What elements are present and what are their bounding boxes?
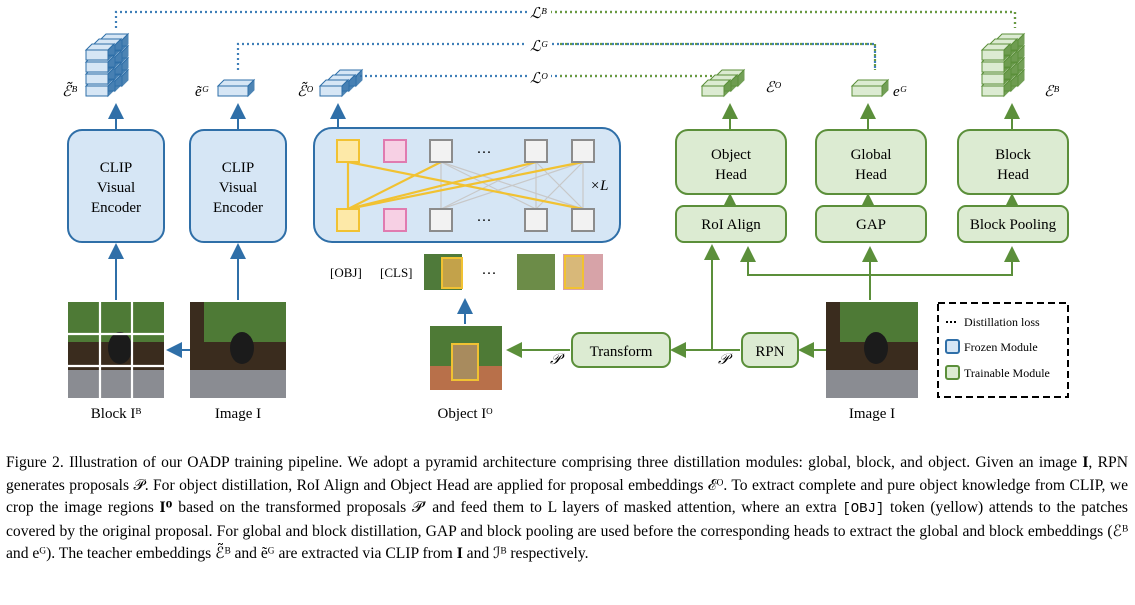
patch-token-bottom [429, 208, 453, 232]
loss-global-line-green [560, 42, 877, 70]
svg-text:RPN: RPN [755, 344, 784, 360]
patch-token-bottom [571, 208, 595, 232]
svg-text:GAP: GAP [856, 217, 886, 233]
legend: Distillation loss Frozen Module Trainabl… [937, 302, 1069, 398]
object-image-label: Object Iᴼ [438, 406, 494, 422]
roi-align: RoI Align [675, 205, 787, 243]
patch-token-top [524, 139, 548, 163]
image-left [190, 302, 286, 398]
token-grid [336, 139, 595, 232]
svg-text:Head: Head [715, 167, 747, 183]
caption-part-2: I [1082, 454, 1089, 471]
transform-module: Transform [571, 332, 671, 368]
caption-part-1: Figure 2. Illustration of our OADP train… [6, 454, 1083, 471]
block-head: Block Head [957, 129, 1069, 195]
emb-object-teacher-label: ℰ̃ᴼ [297, 81, 313, 100]
teacher-block-embedding-cube [84, 42, 116, 62]
p-label: 𝒫 [718, 352, 733, 368]
caption-part-7: token (yellow) attends to the patches co… [6, 499, 1128, 562]
patch-token-top [429, 139, 453, 163]
obj-token-label: [OBJ] [330, 265, 362, 280]
legend-trainable: Trainable Module [964, 366, 1050, 380]
cls-token-label: [CLS] [380, 265, 413, 280]
svg-text:Encoder: Encoder [91, 200, 141, 216]
clip-encoder-1: CLIP Visual Encoder [67, 129, 165, 243]
object-embedding-cube [700, 78, 732, 98]
loss-lines [114, 10, 1017, 78]
obj-token-bottom [336, 208, 360, 232]
svg-text:CLIP: CLIP [100, 160, 133, 176]
emb-block-teacher-label: ℰ̃ᴮ [62, 81, 77, 100]
image-right-label: Image I [849, 406, 895, 422]
teacher-global-embedding-cube [216, 78, 256, 98]
image-right [826, 302, 918, 398]
caption-part-3: , RPN generates proposals 𝒫. For object … [6, 454, 1128, 516]
masked-attention-module: ··· ··· ×L [313, 127, 621, 243]
ellipsis-top: ··· [477, 145, 492, 161]
object-image [430, 326, 502, 390]
legend-trainable-swatch [945, 365, 960, 380]
patch-token-bottom [524, 208, 548, 232]
teacher-object-embedding-cube [318, 78, 350, 98]
p-prime-label: 𝒫′ [550, 352, 565, 368]
block-image [68, 302, 164, 398]
caption-part-9: and ℐᴮ respectively. [462, 545, 589, 562]
emb-global-label: eᴳ [893, 84, 907, 100]
global-embedding-cube [850, 78, 890, 98]
ellipsis-bottom: ··· [477, 213, 492, 229]
block-pooling: Block Pooling [957, 205, 1069, 243]
block-image-label: Block Iᴮ [91, 406, 142, 422]
loss-object-label: ℒᴼ [530, 71, 548, 87]
svg-text:RoI Align: RoI Align [701, 217, 761, 233]
loss-block-line [114, 10, 1017, 28]
svg-text:CLIP: CLIP [222, 160, 255, 176]
svg-text:Global: Global [851, 147, 892, 163]
legend-frozen: Frozen Module [964, 340, 1038, 354]
block-embedding-cube [980, 42, 1012, 62]
clip-encoder-2: CLIP Visual Encoder [189, 129, 287, 243]
cls-token-top [383, 139, 407, 163]
patch-token-top [571, 139, 595, 163]
gap-module: GAP [815, 205, 927, 243]
pipeline-diagram: ℒᴮ ℒᴳ ℒᴼ ℰ̃ᴮ ẽᴳ ℰ̃ᴼ ℰᴼ eᴳ ℰᴮ [62, 6, 1069, 422]
caption-part-5: based on the transformed proposals 𝒫′ an… [172, 499, 843, 516]
svg-text:Object: Object [711, 147, 752, 163]
obj-token-top [336, 139, 360, 163]
loss-block-label: ℒᴮ [530, 6, 547, 22]
embedding-stacks [84, 32, 1026, 98]
emb-block-label: ℰᴮ [1044, 84, 1059, 100]
caption-part-6: [OBJ] [842, 501, 885, 517]
svg-text:Visual: Visual [219, 180, 257, 196]
loss-global-label: ℒᴳ [530, 39, 548, 55]
emb-global-teacher-label: ẽᴳ [195, 84, 209, 100]
figure-caption: Figure 2. Illustration of our OADP train… [6, 452, 1128, 566]
svg-text:Transform: Transform [590, 344, 653, 360]
svg-text:Block: Block [995, 147, 1031, 163]
emb-object-label: ℰᴼ [765, 80, 781, 96]
patch-thumbnails: ··· [424, 254, 603, 290]
svg-text:Block Pooling: Block Pooling [970, 217, 1057, 233]
legend-distill: Distillation loss [964, 315, 1040, 329]
svg-text:Visual: Visual [97, 180, 135, 196]
loss-global-line [236, 42, 877, 70]
layer-count: ×L [590, 178, 608, 194]
caption-part-4: Iᴼ [159, 499, 173, 516]
svg-text:Head: Head [855, 167, 887, 183]
obj-attention-connections [346, 160, 584, 211]
caption-part-8: I [456, 545, 463, 562]
svg-text:Encoder: Encoder [213, 200, 263, 216]
loss-block-line-green [540, 10, 1017, 28]
legend-frozen-swatch [945, 339, 960, 354]
cls-token-bottom [383, 208, 407, 232]
svg-text:Head: Head [997, 167, 1029, 183]
object-head: Object Head [675, 129, 787, 195]
image-left-label: Image I [215, 406, 261, 422]
rpn-module: RPN [741, 332, 799, 368]
global-head: Global Head [815, 129, 927, 195]
svg-text:···: ··· [482, 266, 497, 282]
